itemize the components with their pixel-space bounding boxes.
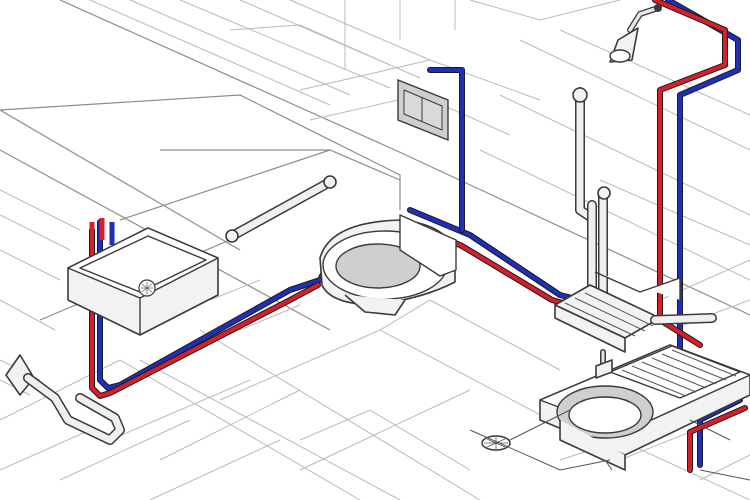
sink-with-drainboard xyxy=(539,344,750,471)
shower-grab-bars xyxy=(572,87,611,315)
shower-head xyxy=(609,4,662,63)
flush-plate xyxy=(397,78,449,142)
wall-hung-toilet xyxy=(319,214,457,316)
wash-basin xyxy=(67,227,219,336)
floor-drain-icon xyxy=(469,409,611,471)
grab-bar-wall xyxy=(225,175,337,243)
folding-shower-seat xyxy=(554,271,717,353)
connector-lines xyxy=(604,419,750,481)
folding-grab-bar xyxy=(5,354,125,445)
basin-supply-stubs xyxy=(89,218,115,245)
